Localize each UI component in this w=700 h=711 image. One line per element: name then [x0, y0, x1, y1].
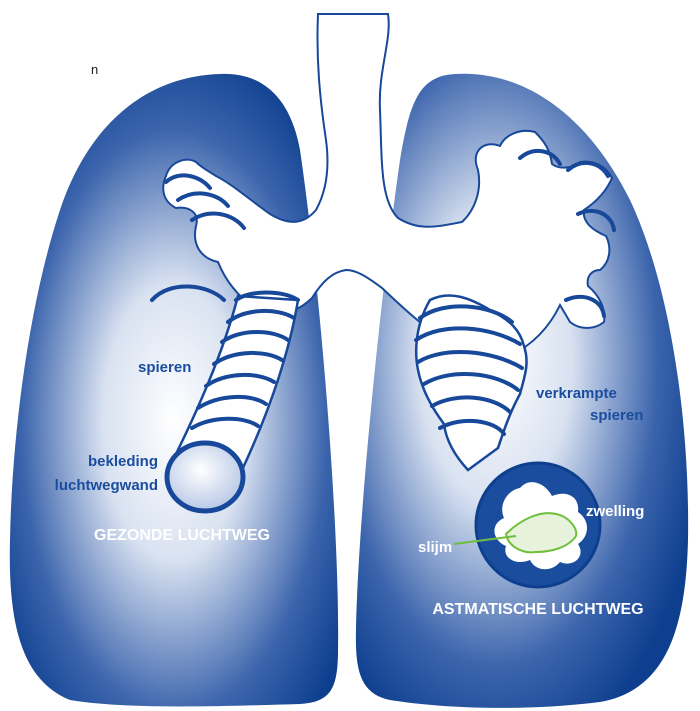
- label-cramped-line1: verkrampte: [536, 385, 617, 402]
- label-muscles: spieren: [138, 359, 191, 376]
- label-swelling: zwelling: [586, 503, 644, 520]
- label-lining-line2: luchtwegwand: [55, 477, 158, 494]
- label-lining-line1: bekleding: [88, 453, 158, 470]
- label-asthmatic-airway: ASTMATISCHE LUCHTWEG: [432, 601, 643, 618]
- label-mucus: slijm: [418, 539, 452, 556]
- healthy-airway-lumen: [167, 443, 243, 511]
- label-cramped-line2: spieren: [590, 407, 643, 424]
- label-healthy-airway: GEZONDE LUCHTWEG: [94, 527, 270, 544]
